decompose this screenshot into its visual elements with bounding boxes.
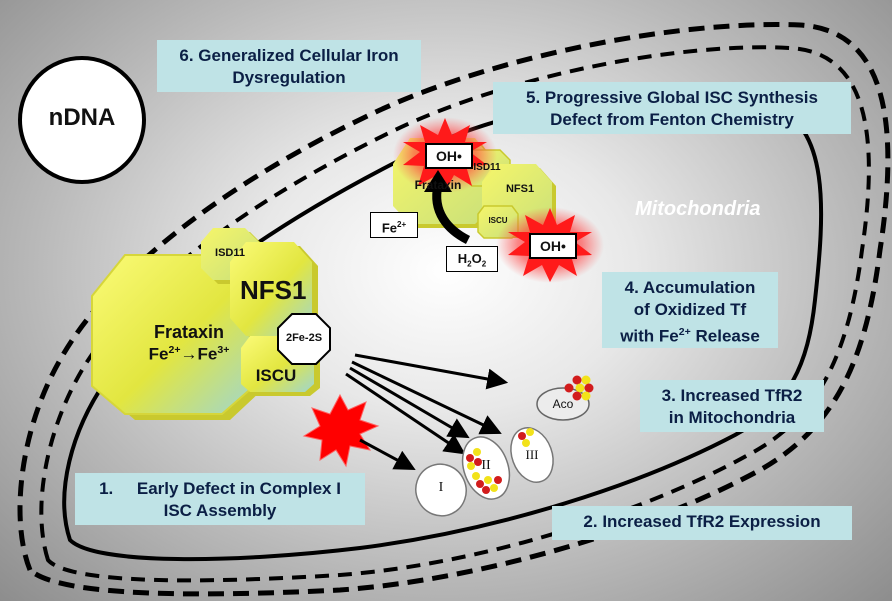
reaction-arrow: →	[180, 344, 198, 364]
ndna-label: nDNA	[48, 104, 116, 131]
complex-iii-shape	[510, 427, 554, 483]
fenton-arrow-head	[424, 170, 452, 192]
box-2-line-1: 2. Increased TfR2 Expression	[583, 512, 821, 531]
reaction-fe-to: Fe	[197, 344, 218, 364]
h2o2-sub-1: 2	[467, 259, 472, 269]
arrow-to-aco	[354, 353, 509, 390]
h2o2-sub-2: 2	[481, 259, 487, 269]
aco-iron-sulfur-cluster	[564, 375, 594, 401]
box-3-line-2: in Mitochondria	[668, 408, 796, 427]
box-6-line-2: Dysregulation	[232, 68, 346, 87]
small-frataxin-label: Frataxin	[414, 178, 462, 192]
box-1-line-1: 1. Early Defect in Complex I	[99, 479, 341, 498]
complex-iii-label: III	[525, 447, 539, 462]
box-2-tfr2-expression: 2. Increased TfR2 Expression	[552, 506, 852, 540]
fe-reaction-label: Fe2+→Fe3+	[120, 344, 258, 365]
small-isd11-label: ISD11	[473, 162, 501, 173]
box-4-oxidized-tf: 4. Accumulation of Oxidized Tf with Fe2+…	[602, 272, 778, 348]
box-3-line-1: 3. Increased TfR2	[661, 386, 803, 405]
small-iscu-label: ISCU	[488, 216, 508, 225]
large-frataxin-label: Frataxin	[153, 322, 225, 342]
complex-ii-iron-sulfur-clusters	[466, 448, 502, 494]
arrow-to-complex-ii-b	[345, 372, 466, 455]
oh-radical-2-label: OH•	[529, 233, 577, 259]
arrow-to-complex-ii-a	[349, 366, 470, 439]
h2o2-o: O	[471, 251, 482, 266]
large-complex	[91, 228, 331, 420]
aco-label: Aco	[552, 397, 574, 411]
fenton-curved-arrow	[432, 184, 471, 245]
box-6-line-1: 6. Generalized Cellular Iron	[179, 46, 399, 65]
cluster-2fe2s-label: 2Fe-2S	[285, 332, 323, 344]
oh-radical-1-label: OH•	[425, 143, 473, 169]
nucleus-circle	[18, 56, 146, 184]
box-4-line-2: of Oxidized Tf	[633, 300, 747, 319]
reaction-fe-to-charge: 3+	[217, 344, 230, 356]
box-4-line-3: with Fe2+ Release	[620, 326, 760, 346]
box-5-line-1: 5. Progressive Global ISC Synthesis	[526, 88, 818, 107]
box-4-line-1: 4. Accumulation	[624, 278, 756, 297]
box-5-global-isc-defect: 5. Progressive Global ISC Synthesis Defe…	[493, 82, 851, 134]
complex-i-shape	[415, 463, 467, 517]
outer-membrane-inner	[39, 45, 871, 583]
arrow-to-complex-i	[359, 438, 416, 470]
fe2-symbol: Fe	[381, 220, 397, 236]
h2o2-h: H	[457, 251, 468, 266]
box-1-line-2: ISC Assembly	[163, 501, 277, 520]
box-5-line-2: Defect from Fenton Chemistry	[550, 110, 794, 129]
fe2-label: Fe2+	[370, 212, 418, 238]
box-6-iron-dysregulation: 6. Generalized Cellular Iron Dysregulati…	[157, 40, 421, 92]
large-isd11-label: ISD11	[215, 247, 245, 259]
box-1-complex-i-defect: 1. Early Defect in Complex I ISC Assembl…	[75, 473, 365, 525]
mitochondria-label: Mitochondria	[635, 198, 761, 220]
complex-i-label: I	[438, 480, 444, 495]
small-nfs1-label: NFS1	[505, 183, 535, 195]
h2o2-label: H2O2	[446, 246, 498, 272]
large-iscu-label: ISCU	[255, 366, 297, 385]
reaction-fe-from: Fe	[148, 344, 169, 364]
arrow-to-complex-iii	[351, 360, 502, 435]
reaction-fe-from-charge: 2+	[168, 344, 181, 356]
complex-ii-label: II	[481, 458, 491, 473]
fe2-charge: 2+	[396, 220, 407, 229]
complex-iii-iron-sulfur-clusters	[518, 428, 534, 447]
complex-i-defect-burst	[302, 393, 380, 468]
large-nfs1-label: NFS1	[240, 275, 307, 305]
box-3-tfr2-mitochondria: 3. Increased TfR2 in Mitochondria	[640, 380, 824, 432]
